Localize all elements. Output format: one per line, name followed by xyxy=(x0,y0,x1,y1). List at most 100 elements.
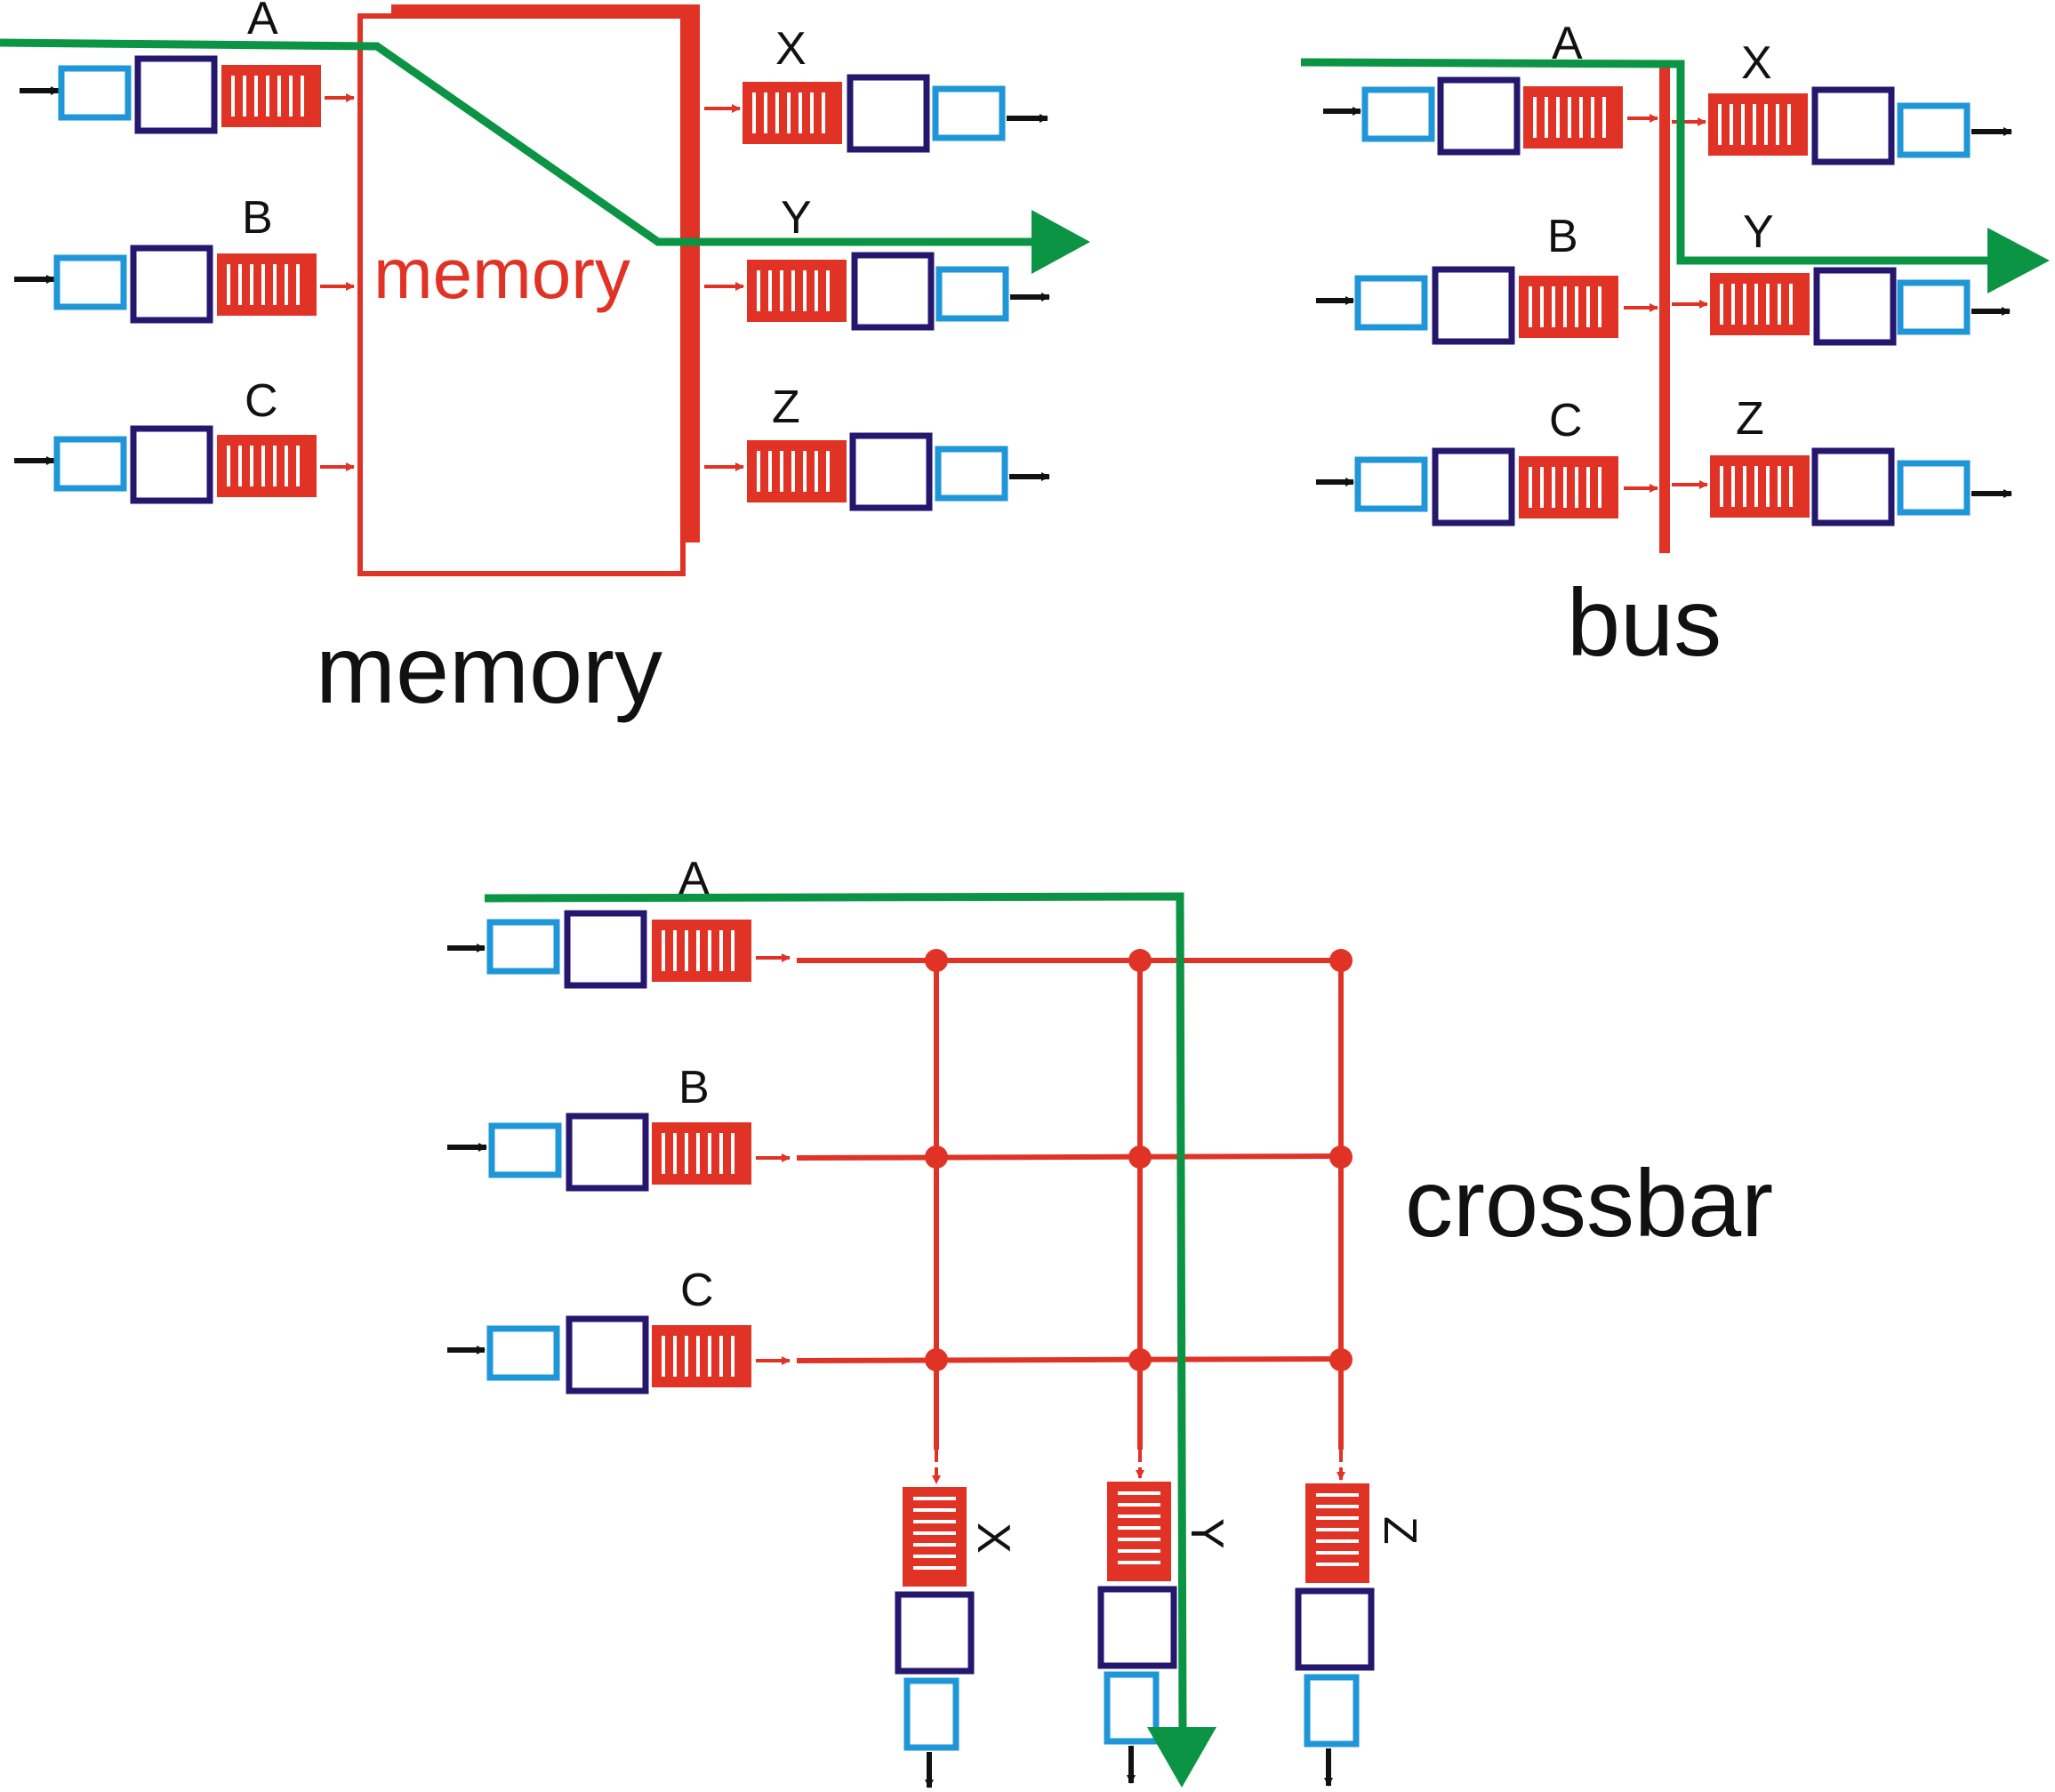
port-label: Z xyxy=(1736,393,1764,445)
processor-box-icon xyxy=(1813,267,1897,346)
line-card-box-icon xyxy=(1897,102,1971,158)
queue-buffer-icon xyxy=(1519,276,1618,338)
port-label: B xyxy=(242,192,273,244)
port-label: Z xyxy=(1374,1516,1425,1545)
processor-box-icon xyxy=(895,1591,975,1675)
crosspoint-dot-icon xyxy=(1329,949,1353,972)
processor-box-icon xyxy=(130,425,213,504)
packet-path-arrowhead xyxy=(1987,228,2050,293)
crossbar-panel: A B C xyxy=(447,853,1773,1788)
queue-buffer-icon xyxy=(221,65,321,127)
packet-path xyxy=(484,892,1187,1731)
input-port-b: B xyxy=(1316,211,1658,345)
processor-box-icon xyxy=(566,1113,649,1192)
processor-box-icon xyxy=(1432,447,1515,526)
processor-box-icon xyxy=(1811,86,1895,165)
port-label: B xyxy=(678,1062,710,1113)
queue-buffer-icon xyxy=(1523,86,1623,149)
crosspoint-dot-icon xyxy=(1128,1145,1152,1169)
port-label: C xyxy=(1549,395,1583,446)
port-label: X xyxy=(775,23,807,75)
queue-buffer-icon xyxy=(1710,455,1810,518)
input-port-a: A xyxy=(20,0,355,134)
line-card-box-icon xyxy=(1897,460,1971,516)
input-port-a: A xyxy=(447,853,791,989)
line-card-box-icon xyxy=(935,266,1009,322)
processor-box-icon xyxy=(1097,1586,1177,1669)
queue-buffer-icon xyxy=(1519,456,1618,518)
processor-box-icon xyxy=(1437,76,1521,156)
input-port-b: B xyxy=(447,1062,791,1192)
packet-path xyxy=(1300,58,1992,265)
output-port-y: Y xyxy=(704,192,1050,331)
line-card-box-icon xyxy=(932,85,1006,141)
bus-panel: A B C xyxy=(1300,18,2050,676)
port-label: A xyxy=(247,0,278,44)
processor-box-icon xyxy=(1295,1587,1375,1671)
queue-buffer-icon xyxy=(217,435,317,497)
queue-buffer-icon xyxy=(1107,1482,1171,1581)
line-card-box-icon xyxy=(1361,86,1435,142)
input-port-c: C xyxy=(14,375,355,504)
crosspoint-dot-icon xyxy=(925,949,948,972)
crosspoint-dot-icon xyxy=(1128,949,1152,972)
port-label: B xyxy=(1547,211,1578,262)
line-card-box-icon xyxy=(53,436,127,492)
input-port-a: A xyxy=(1323,18,1658,156)
crosspoint-dot-icon xyxy=(925,1145,948,1169)
memory-inner-label: memory xyxy=(373,234,630,313)
output-port-z: Z xyxy=(704,382,1050,511)
processor-box-icon xyxy=(851,252,935,331)
processor-box-icon xyxy=(1432,266,1515,345)
input-port-b: B xyxy=(14,192,355,324)
port-label: Y xyxy=(1743,206,1774,258)
output-port-z: Z xyxy=(1672,393,2012,526)
line-card-box-icon xyxy=(488,1122,562,1178)
processor-box-icon xyxy=(566,1315,649,1394)
port-label: Y xyxy=(781,192,812,244)
processor-box-icon xyxy=(564,910,647,989)
port-label: C xyxy=(680,1265,714,1316)
crossbar-row xyxy=(796,1356,1344,1363)
queue-buffer-icon xyxy=(652,1325,751,1387)
queue-buffer-icon xyxy=(652,1122,751,1185)
memory-block xyxy=(357,13,686,576)
output-port-y: Y xyxy=(1097,1450,1232,1784)
processor-box-icon xyxy=(847,74,930,153)
port-label: Y xyxy=(1181,1518,1232,1549)
queue-buffer-icon xyxy=(747,440,847,502)
port-label: X xyxy=(1741,37,1772,89)
line-card-box-icon xyxy=(53,254,127,310)
port-label: C xyxy=(245,375,278,427)
crosspoint-dot-icon xyxy=(925,1348,948,1371)
queue-buffer-icon xyxy=(1710,273,1810,335)
crosspoint-dot-icon xyxy=(1329,1145,1353,1169)
queue-buffer-icon xyxy=(1305,1483,1369,1583)
line-card-box-icon xyxy=(1304,1674,1360,1748)
line-card-box-icon xyxy=(935,446,1008,502)
queue-buffer-icon xyxy=(652,920,751,982)
input-port-c: C xyxy=(1316,395,1658,526)
queue-buffer-icon xyxy=(747,260,847,322)
queue-buffer-icon xyxy=(217,253,317,316)
packet-path-arrowhead xyxy=(1032,210,1090,274)
crosspoint-dot-icon xyxy=(1128,1348,1152,1371)
panel-title: crossbar xyxy=(1405,1149,1773,1257)
processor-box-icon xyxy=(130,245,213,324)
panel-title: bus xyxy=(1567,568,1722,676)
crosspoint-dot-icon xyxy=(1329,1348,1353,1371)
line-card-box-icon xyxy=(1354,456,1428,512)
processor-box-icon xyxy=(134,55,218,134)
output-port-x: X xyxy=(895,1450,1019,1788)
line-card-box-icon xyxy=(903,1677,959,1751)
queue-buffer-icon xyxy=(903,1487,967,1587)
line-card-box-icon xyxy=(58,65,132,121)
input-port-c: C xyxy=(447,1265,791,1394)
queue-buffer-icon xyxy=(743,82,842,144)
packet-path xyxy=(0,38,1036,246)
memory-panel: memory A B xyxy=(0,0,1090,723)
packet-path-arrowhead xyxy=(1147,1727,1216,1788)
crossbar-row xyxy=(796,1153,1344,1161)
line-card-box-icon xyxy=(1104,1671,1160,1745)
